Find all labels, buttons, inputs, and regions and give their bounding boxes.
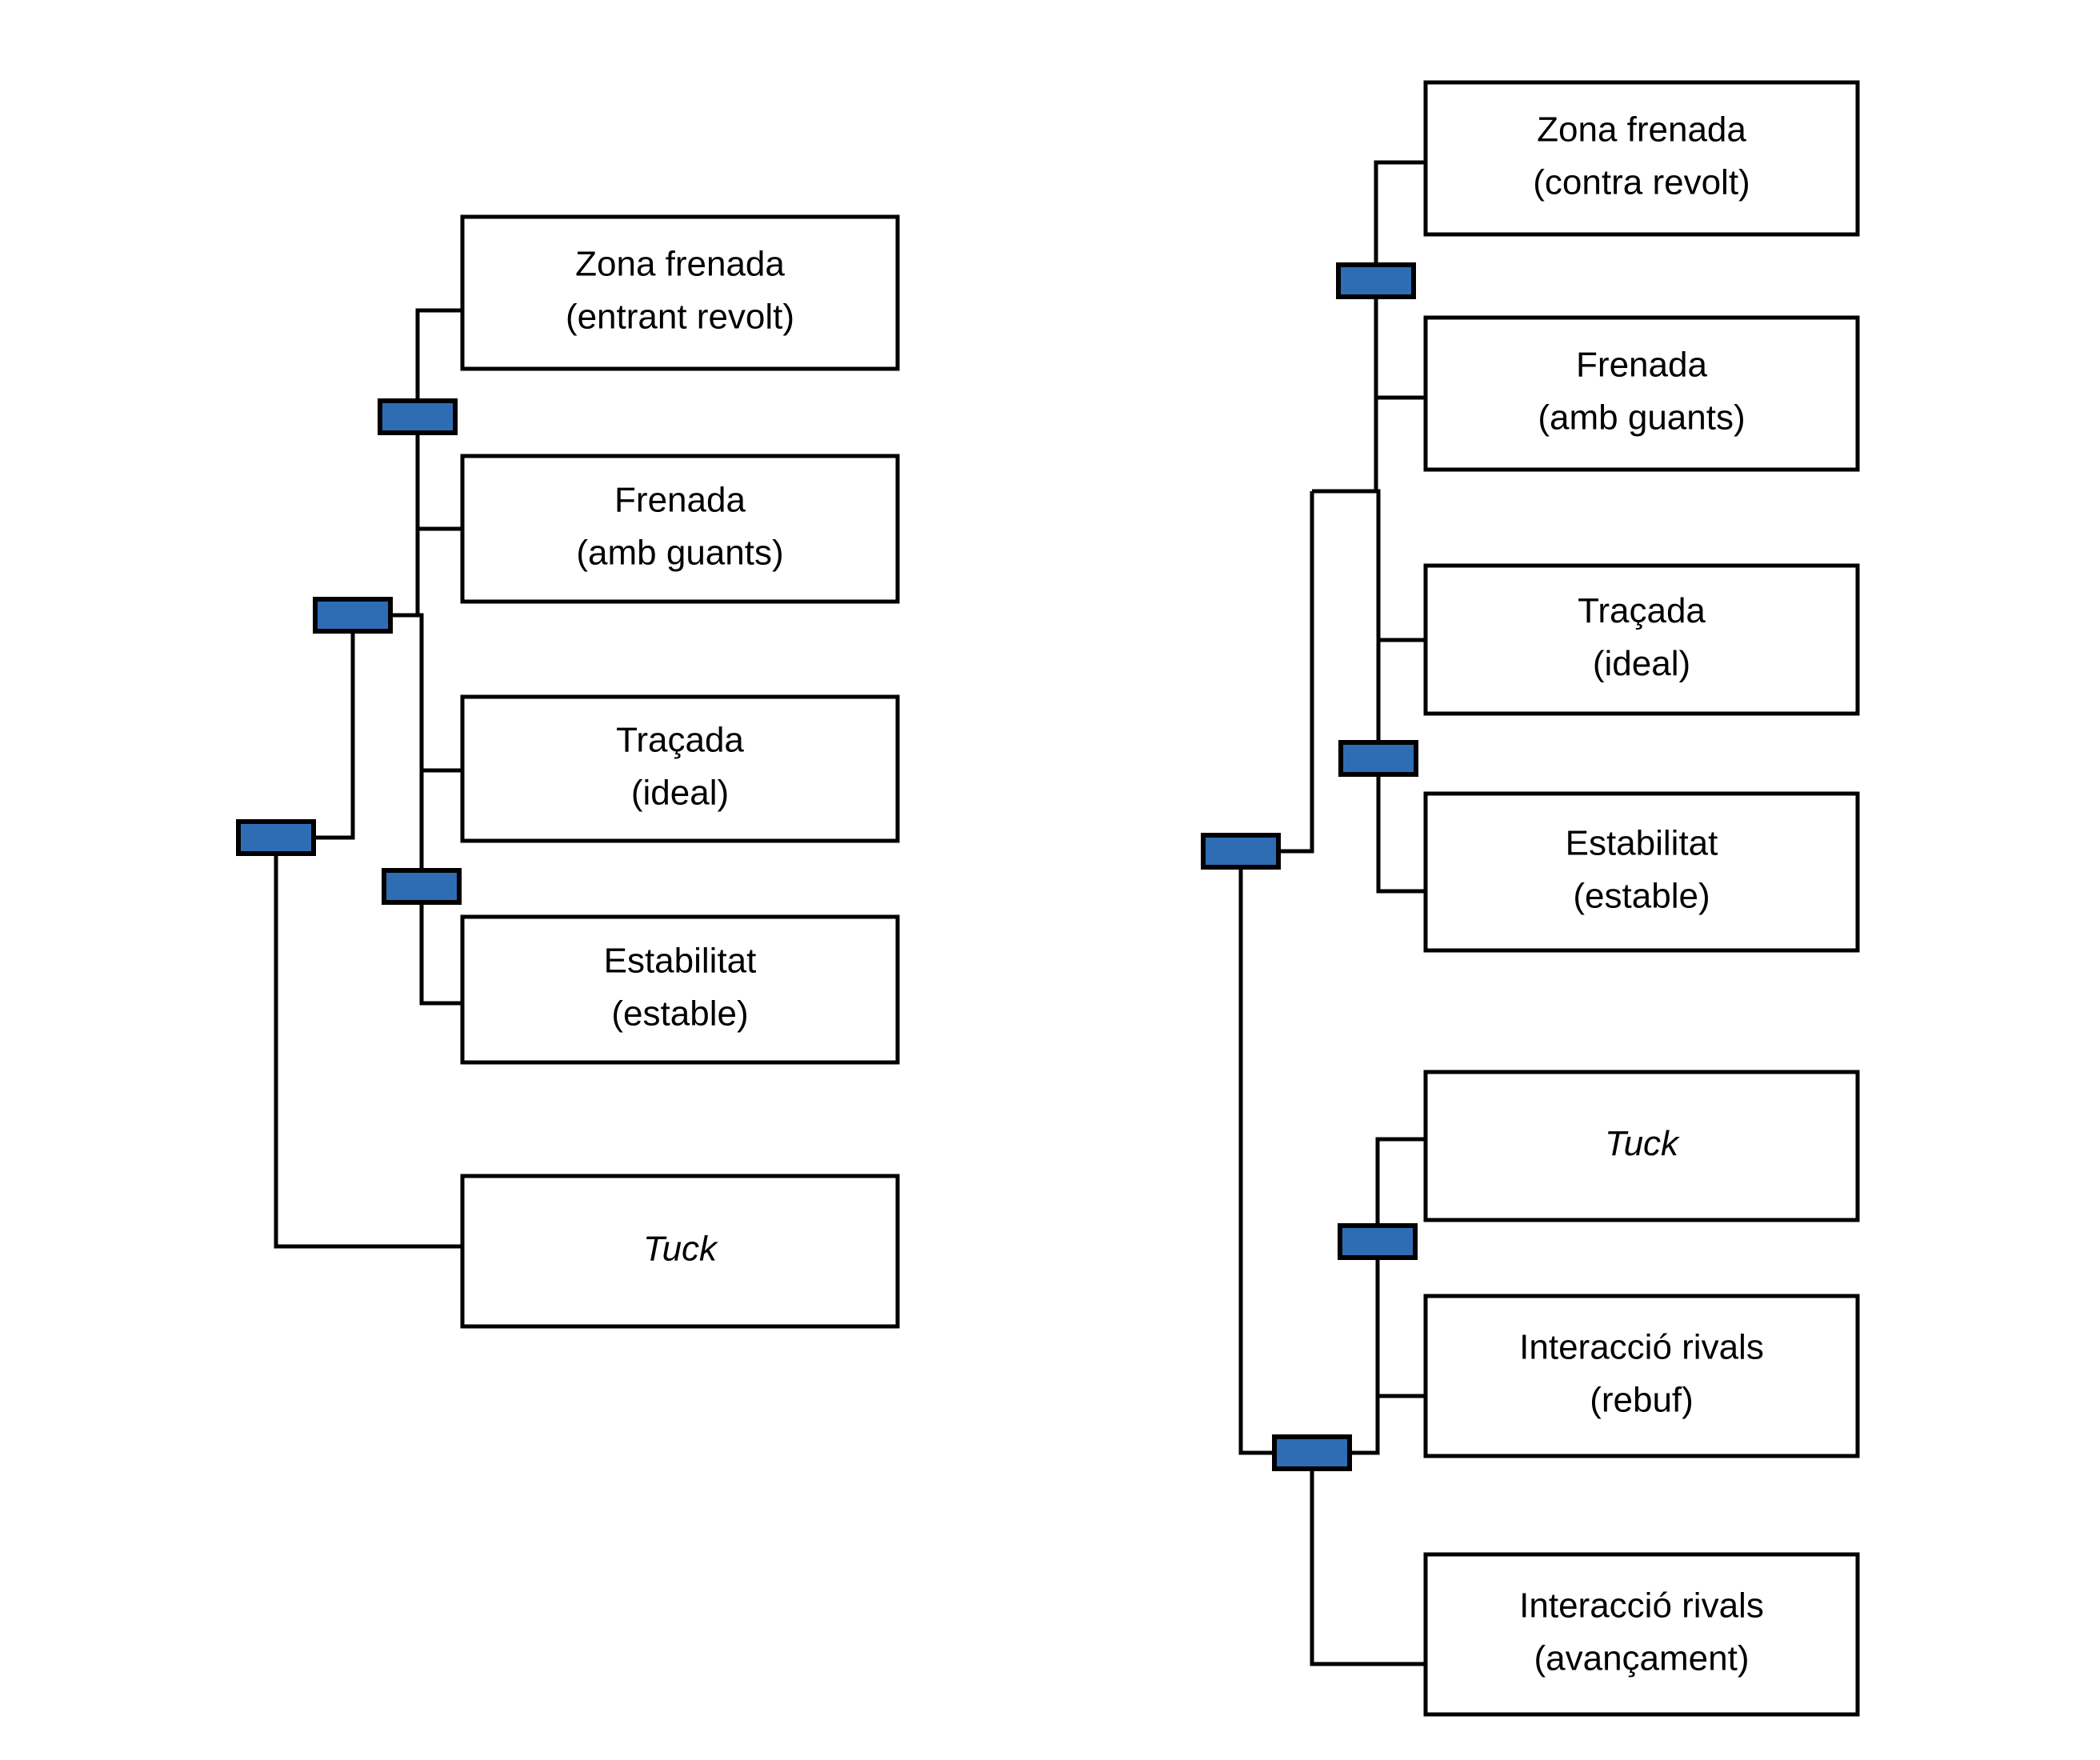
dendrogram-link [276, 615, 355, 840]
leaf-node-interaccio-rivals-avancament[interactable]: Interacció rivals (avançament) [1423, 1552, 1860, 1717]
leaf-node-estabilitat-estable[interactable]: Estabilitat (estable) [460, 914, 900, 1065]
leaf-box[interactable] [1423, 563, 1860, 716]
dendrogram-link [1241, 491, 1314, 854]
leaf-label-line1: Interacció rivals [1519, 1586, 1764, 1626]
leaf-box[interactable] [1423, 1294, 1860, 1458]
leaf-label-line1: Interacció rivals [1519, 1328, 1764, 1367]
leaf-box[interactable] [1423, 315, 1860, 472]
leaf-node-tuck[interactable]: Tuck [460, 1174, 900, 1329]
dendrogram-link [353, 417, 420, 618]
merge-node-frenada-pair[interactable] [1336, 262, 1416, 299]
dendrogram-link [1312, 1242, 1380, 1455]
dendrogram-link [415, 308, 462, 417]
merge-node-root[interactable] [236, 819, 316, 856]
leaf-box[interactable] [1423, 791, 1860, 953]
leaf-node-frenada-amb-guants[interactable]: Frenada (amb guants) [1423, 315, 1860, 472]
dendrogram-link [274, 838, 462, 1249]
left-tree: Zona frenada (entrant revolt) Frenada (amb … [236, 214, 900, 1329]
leaf-box[interactable] [460, 454, 900, 604]
leaf-node-tracada-ideal[interactable]: Traçada (ideal) [1423, 563, 1860, 716]
leaf-box[interactable] [460, 1174, 900, 1329]
leaf-box[interactable] [460, 914, 900, 1065]
left-tree-links [274, 308, 462, 1249]
merge-node-tracada-pair[interactable] [1338, 740, 1418, 777]
leaf-label-line2: (estable) [1573, 877, 1710, 916]
leaf-label-line1: Frenada [1576, 346, 1707, 385]
leaf-box[interactable] [1423, 80, 1860, 237]
dendrogram-link [1376, 758, 1426, 894]
leaf-label-line2: (amb guants) [576, 534, 783, 573]
leaf-box[interactable] [1423, 1070, 1860, 1222]
leaf-label-line1: Estabilitat [604, 942, 757, 981]
dendrogram-link [1310, 1453, 1426, 1666]
dendrogram-link [1375, 1137, 1426, 1242]
leaf-label-line2: (estable) [611, 994, 748, 1034]
leaf-label-line2: (entrant revolt) [566, 298, 794, 337]
dendrogram-link [419, 886, 462, 1006]
leaf-node-zona-frenada-entrant-revolt[interactable]: Zona frenada (entrant revolt) [460, 214, 900, 371]
right-tree: Zona frenada (contra revolt) Frenada (amb g… [1201, 80, 1860, 1717]
merge-node-braking-cornering[interactable] [313, 597, 393, 634]
leaf-node-zona-frenada-contra-revolt[interactable]: Zona frenada (contra revolt) [1423, 80, 1860, 237]
leaf-label-line2: (amb guants) [1538, 398, 1745, 438]
leaf-node-tuck[interactable]: Tuck [1423, 1070, 1860, 1222]
merge-node-rivals-group[interactable] [1272, 1434, 1352, 1471]
leaf-label-line1: Tuck [643, 1230, 718, 1269]
leaf-label-line2: (ideal) [631, 774, 729, 813]
leaf-box[interactable] [460, 694, 900, 843]
leaf-node-interaccio-rivals-rebuf[interactable]: Interacció rivals (rebuf) [1423, 1294, 1860, 1458]
leaf-label-line1: Traçada [616, 721, 744, 760]
leaf-label-line2: (rebuf) [1590, 1381, 1694, 1420]
leaf-box[interactable] [460, 214, 900, 371]
dendrogram-link [1374, 160, 1426, 281]
leaf-node-tracada-ideal[interactable]: Traçada (ideal) [460, 694, 900, 843]
leaf-box[interactable] [1423, 1552, 1860, 1717]
dendrogram-link [353, 613, 424, 886]
merge-node-tuck-rebuf[interactable] [1338, 1223, 1418, 1260]
dendrogram-link [1238, 851, 1312, 1455]
leaf-label-line1: Zona frenada [1537, 110, 1746, 150]
merge-node-tracada-pair[interactable] [382, 868, 462, 905]
dendrogram-link [1312, 489, 1381, 758]
leaf-label-line1: Traçada [1578, 591, 1706, 630]
leaf-label-line2: (contra revolt) [1533, 163, 1750, 202]
leaf-label-line1: Frenada [614, 481, 746, 520]
leaf-label-line2: (avançament) [1534, 1639, 1749, 1678]
leaf-node-estabilitat-estable[interactable]: Estabilitat (estable) [1423, 791, 1860, 953]
leaf-label-line1: Estabilitat [1566, 824, 1718, 863]
leaf-node-frenada-amb-guants[interactable]: Frenada (amb guants) [460, 454, 900, 604]
leaf-label-line2: (ideal) [1593, 644, 1690, 683]
dendrogram-link [1375, 1242, 1426, 1398]
dendrogram-link [1312, 281, 1378, 494]
merge-node-frenada-pair[interactable] [378, 398, 458, 435]
leaf-label-line1: Zona frenada [575, 245, 785, 284]
leaf-label-line1: Tuck [1605, 1124, 1680, 1163]
merge-node-root[interactable] [1201, 833, 1281, 870]
